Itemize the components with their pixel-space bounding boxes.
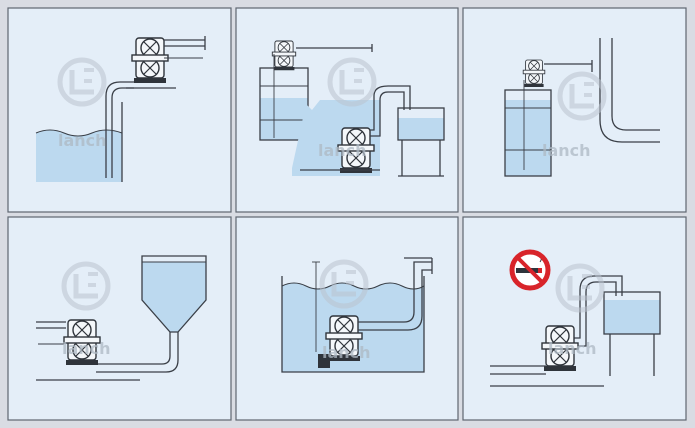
pump-icon [522,59,546,88]
pump-icon [131,37,169,84]
watermark-text: lanch [322,343,371,362]
panel-drum-top-mount: lanch [462,7,687,213]
watermark-text: lanch [542,141,591,160]
drum-pump-icon [271,40,297,71]
panel-no-smoking-transfer: lanch [462,216,687,421]
watermark-text: lanch [58,131,107,150]
watermark-text: lanch [548,339,597,358]
no-smoking-icon [509,249,551,291]
watermark-text: lanch [62,339,111,358]
panel-suction-lift: lanch [7,7,232,213]
panel-submerged: lanch [235,216,459,421]
panel-drum-to-tank: lanch [235,7,459,213]
panel-hopper-feed: lanch [7,216,232,421]
watermark-text: lanch [318,141,367,160]
